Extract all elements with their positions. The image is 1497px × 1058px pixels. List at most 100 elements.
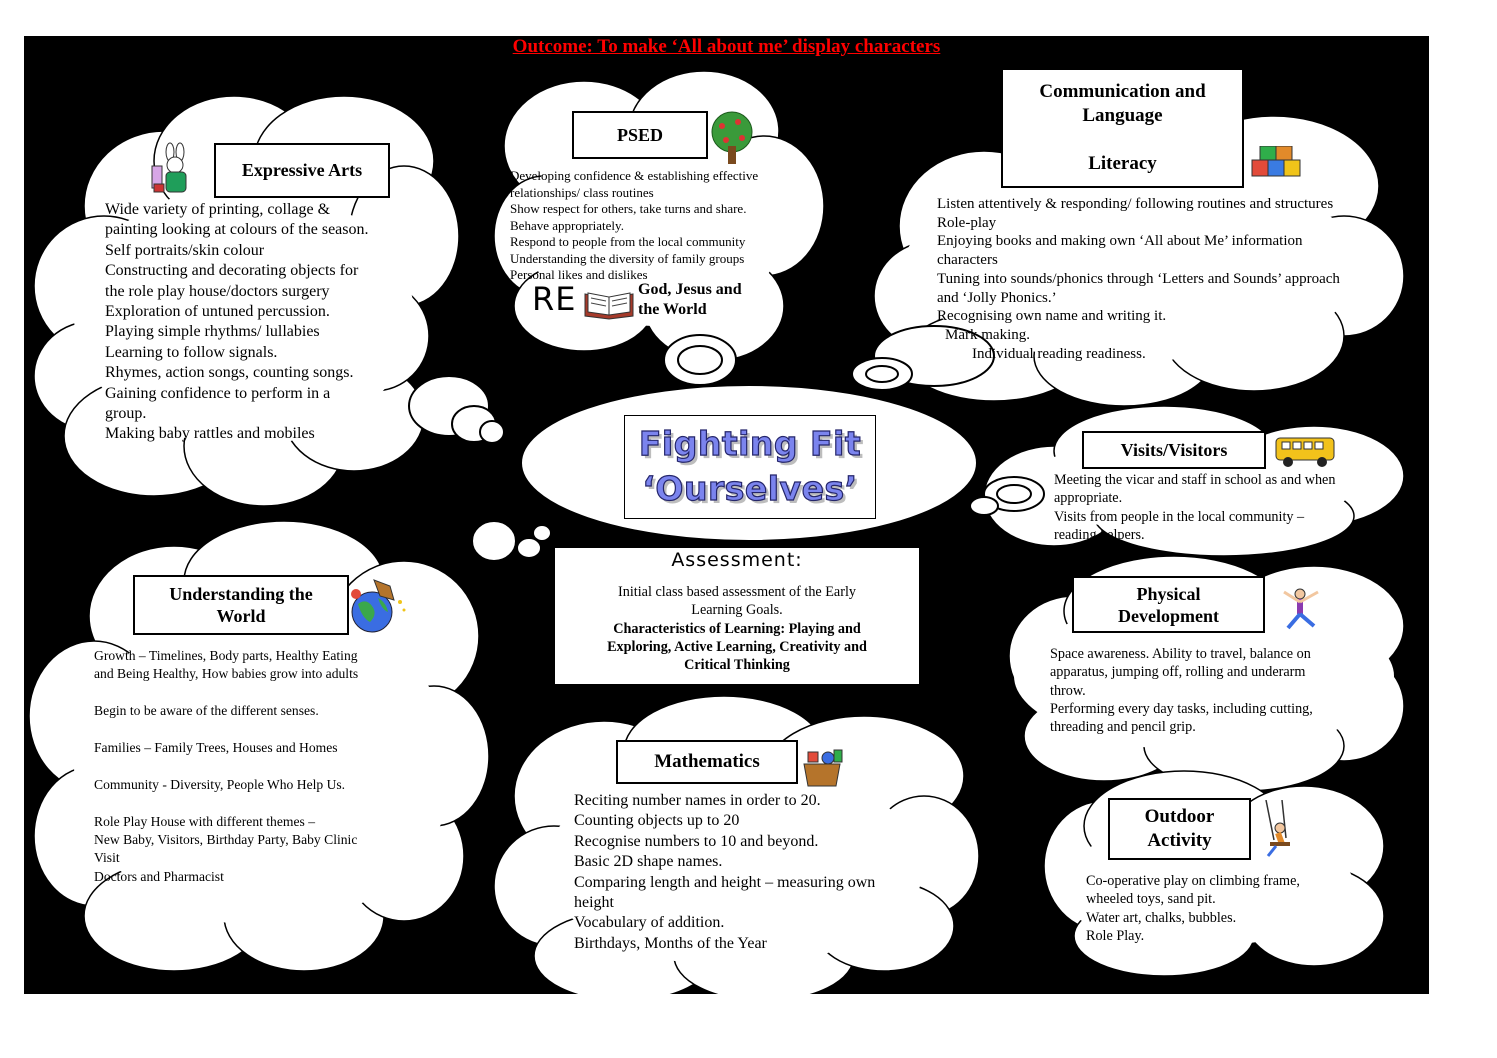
alphabet-blocks-icon	[1251, 146, 1301, 177]
outdoor-heading-line: Activity	[1147, 830, 1212, 851]
list-item: and Being Healthy, How babies grow into …	[94, 666, 359, 682]
list-item: Begin to be aware of the different sense…	[94, 703, 319, 719]
list-item: Wide variety of printing, collage &	[105, 201, 331, 218]
list-item: Role Play.	[1086, 927, 1145, 944]
jumping-child-icon	[1283, 588, 1319, 630]
list-item: Enjoying books and making own ‘All about…	[937, 233, 1303, 250]
list-item: characters	[937, 252, 998, 269]
list-item: Meeting the vicar and staff in school as…	[1054, 472, 1336, 488]
psed-list: Developing confidence & establishing eff…	[510, 168, 758, 284]
list-item: Role Play House with different themes –	[94, 813, 315, 829]
list-item: apparatus, jumping off, rolling and unde…	[1050, 664, 1306, 681]
list-item: wheeled toys, sand pit.	[1086, 891, 1216, 908]
list-item: group.	[105, 405, 147, 423]
re-text-line: the World	[638, 301, 707, 318]
list-item: height	[574, 894, 614, 912]
list-item: Rhymes, action songs, counting songs.	[105, 364, 354, 382]
assessment-line: Learning Goals.	[691, 602, 783, 619]
list-item: threading and pencil grip.	[1050, 719, 1196, 736]
tree-icon	[711, 111, 753, 164]
physical-heading-line: Development	[1118, 605, 1219, 626]
mathematics-cloud	[493, 695, 980, 994]
list-item: Developing confidence & establishing eff…	[510, 168, 759, 183]
list-item: Recognise numbers to 10 and beyond.	[574, 832, 819, 850]
list-item: Growth – Timelines, Body parts, Healthy …	[94, 648, 358, 663]
mathematics-list: Reciting number names in order to 20. Co…	[574, 791, 875, 954]
list-item: Role-play	[937, 214, 997, 231]
list-item: New Baby, Visitors, Birthday Party, Baby…	[94, 832, 358, 847]
list-item: Show respect for others, take turns and …	[510, 201, 747, 216]
list-item: Doctors and Pharmacist	[94, 868, 224, 884]
list-item: Listen attentively & responding/ followi…	[937, 196, 1334, 212]
list-item: Community - Diversity, People Who Help U…	[94, 776, 346, 792]
list-item: Learning to follow signals.	[105, 343, 278, 361]
communication-heading-box: Communication and Language Literacy	[1001, 68, 1244, 188]
list-item: Visit	[94, 850, 120, 866]
assessment-line: Characteristics of Learning: Playing and	[613, 620, 861, 637]
communication-heading-line: Language	[1082, 105, 1163, 126]
visits-cloud	[983, 405, 1405, 557]
outdoor-list: Co-operative play on climbing frame, whe…	[1086, 872, 1300, 945]
list-item: Mark making.	[945, 326, 1030, 343]
expressive-arts-heading-box: Expressive Arts	[214, 143, 390, 198]
psed-heading-box: PSED	[572, 111, 708, 159]
list-item: relationships/ class routines	[510, 184, 654, 200]
physical-list: Space awareness. Ability to travel, bala…	[1050, 645, 1313, 736]
center-title-line2: ‘Ourselves’	[642, 468, 858, 508]
thought-clouds	[28, 70, 1405, 994]
toy-box-icon	[803, 749, 843, 787]
outdoor-cloud	[1043, 770, 1385, 977]
list-item: Understanding the diversity of family gr…	[510, 250, 745, 266]
outdoor-heading-line: Outdoor	[1144, 806, 1215, 827]
list-item: Gaining confidence to perform in a	[105, 384, 331, 402]
list-item	[94, 721, 358, 739]
list-item: and ‘Jolly Phonics.’	[937, 289, 1057, 306]
mathematics-heading: Mathematics	[654, 751, 760, 772]
list-item	[94, 794, 358, 812]
expressive-arts-list: Wide variety of printing, collage & pain…	[105, 200, 369, 445]
list-item: appropriate.	[1054, 490, 1123, 507]
list-item: Personal likes and dislikes	[510, 267, 648, 282]
school-bus-icon	[1275, 437, 1335, 467]
re-label: RE	[532, 280, 577, 318]
list-item	[94, 684, 358, 702]
list-item: Comparing length and height – measuring …	[574, 873, 876, 891]
assessment-box: Assessment: Initial class based assessme…	[553, 546, 921, 686]
list-item: reading helpers.	[1054, 526, 1145, 543]
visits-heading-box: Visits/Visitors	[1082, 431, 1266, 469]
communication-heading-line	[1003, 128, 1242, 152]
communication-cloud	[873, 100, 1405, 407]
communication-list: Listen attentively & responding/ followi…	[937, 195, 1340, 363]
list-item: Behave appropriately.	[510, 217, 624, 233]
literacy-heading: Literacy	[1088, 153, 1157, 174]
connector-bubbles	[408, 325, 1045, 562]
list-item: Exploration of untuned percussion.	[105, 303, 330, 321]
list-item: Basic 2D shape names.	[574, 853, 723, 871]
psed-heading: PSED	[616, 124, 663, 145]
list-item	[94, 757, 358, 775]
open-book-icon	[584, 292, 634, 320]
list-item: Space awareness. Ability to travel, bala…	[1050, 646, 1311, 662]
list-item: Vocabulary of addition.	[574, 914, 725, 932]
list-item: Recognising own name and writing it.	[937, 308, 1167, 325]
list-item: painting looking at colours of the seaso…	[105, 221, 369, 239]
outdoor-heading-box: Outdoor Activity	[1108, 798, 1251, 860]
expressive-arts-cloud	[33, 95, 460, 507]
list-item: Co-operative play on climbing frame,	[1086, 873, 1300, 889]
assessment-line: Initial class based assessment of the Ea…	[618, 584, 856, 600]
visits-heading: Visits/Visitors	[1120, 439, 1228, 460]
expressive-arts-heading: Expressive Arts	[241, 160, 363, 180]
communication-heading-line: Communication and	[1039, 81, 1206, 102]
list-item: Respond to people from the local communi…	[510, 234, 746, 249]
re-text: God, Jesus and the World	[638, 280, 742, 320]
outcome-title: Outcome: To make ‘All about me’ display …	[512, 36, 941, 57]
mathematics-heading-box: Mathematics	[616, 740, 798, 784]
list-item: Tuning into sounds/phonics through ‘Lett…	[937, 270, 1340, 287]
center-title-line1: Fighting Fit	[638, 423, 862, 463]
assessment-line: Exploring, Active Learning, Creativity a…	[607, 638, 867, 655]
physical-heading-line: Physical	[1136, 583, 1201, 604]
list-item: throw.	[1050, 682, 1086, 699]
list-item: Performing every day tasks, including cu…	[1050, 700, 1313, 717]
list-item: Making baby rattles and mobiles	[105, 425, 315, 443]
list-item: Counting objects up to 20	[574, 812, 740, 830]
